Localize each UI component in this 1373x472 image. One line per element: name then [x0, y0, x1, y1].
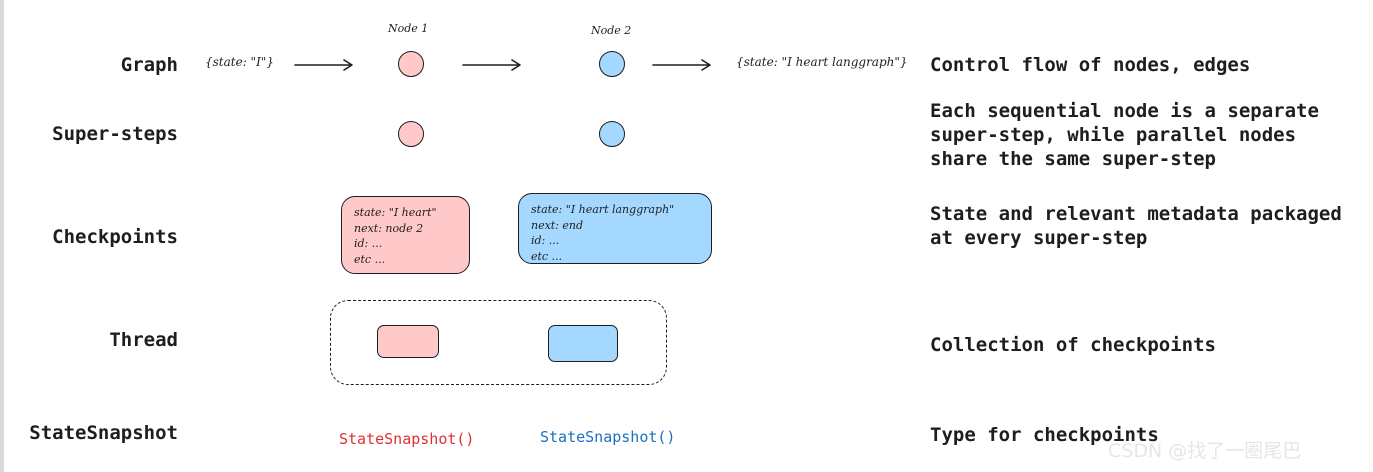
- checkpoint-2-etc: etc ...: [531, 249, 563, 263]
- csdn-watermark: CSDN @找了一圈尾巴: [1108, 440, 1302, 462]
- checkpoint-card-1: state: "I heart" next: node 2 id: ... et…: [341, 196, 470, 274]
- superstep-node-2: [599, 121, 625, 147]
- desc-statesnapshot: Type for checkpoints: [930, 424, 1159, 446]
- checkpoint-1-id: id: ...: [354, 237, 383, 250]
- graph-node-2: [599, 51, 625, 77]
- graph-node-1: [398, 51, 424, 77]
- thread-checkpoint-1: [377, 325, 439, 358]
- input-state-label: {state: "I"}: [205, 55, 274, 69]
- row-label-super-steps: Super-steps: [52, 123, 178, 145]
- checkpoint-1-etc: etc ...: [354, 252, 386, 266]
- arrow-node-2-to-output: [652, 59, 711, 71]
- desc-super-steps: Each sequential node is a separate super…: [930, 100, 1319, 170]
- checkpoint-2-state: state: "I heart langgraph": [531, 203, 675, 216]
- desc-graph: Control flow of nodes, edges: [930, 54, 1251, 76]
- thread-checkpoint-2: [548, 325, 618, 362]
- row-label-thread: Thread: [109, 329, 178, 351]
- desc-thread: Collection of checkpoints: [930, 334, 1216, 356]
- checkpoint-1-next: next: node 2: [354, 221, 424, 235]
- row-label-checkpoints: Checkpoints: [52, 226, 178, 248]
- output-state-label: {state: "I heart langgraph"}: [736, 55, 908, 69]
- statesnapshot-1: StateSnapshot(): [339, 430, 475, 448]
- node-1-caption: Node 1: [388, 22, 429, 35]
- node-2-caption: Node 2: [591, 24, 632, 37]
- checkpoint-2-next: next: end: [531, 218, 584, 232]
- row-label-graph: Graph: [120, 54, 178, 76]
- arrow-input-to-node-1: [294, 59, 353, 71]
- statesnapshot-2: StateSnapshot(): [540, 428, 676, 446]
- thread-container: [330, 300, 667, 385]
- checkpoint-1-state: state: "I heart": [354, 206, 437, 219]
- left-border: [0, 0, 4, 472]
- desc-checkpoints: State and relevant metadata packaged at …: [930, 203, 1342, 249]
- row-label-statesnapshot: StateSnapshot: [29, 422, 178, 444]
- checkpoint-card-2: state: "I heart langgraph" next: end id:…: [518, 193, 712, 264]
- superstep-node-1: [398, 121, 424, 147]
- arrow-node-1-to-node-2: [462, 59, 521, 71]
- checkpoint-2-id: id: ...: [531, 234, 560, 247]
